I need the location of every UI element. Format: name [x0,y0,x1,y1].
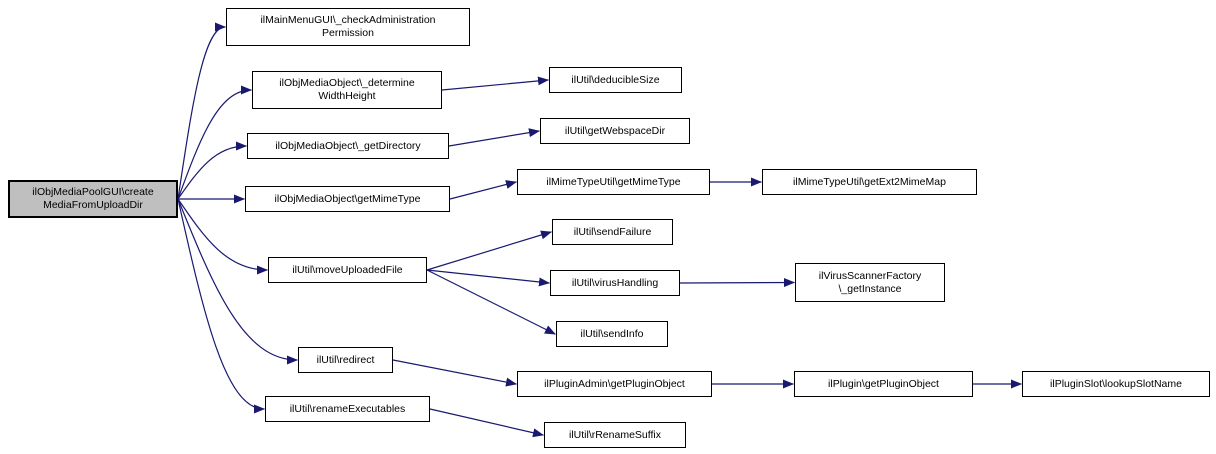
graph-node-label: ilPlugin\getPluginObject [828,377,939,390]
graph-node-getWebspaceDir[interactable]: ilUtil\getWebspaceDir [540,118,690,144]
graph-node-label: ilMimeTypeUtil\getExt2MimeMap [793,175,946,188]
graph-node-virusHandling[interactable]: ilUtil\virusHandling [550,270,680,296]
graph-node-pluginAdminGetPluginObject[interactable]: ilPluginAdmin\getPluginObject [517,371,712,397]
graph-node-pluginGetPluginObject[interactable]: ilPlugin\getPluginObject [794,371,973,397]
edge-group [177,22,1022,438]
edge-moveUploadedFile-to-sendFailure [426,230,552,271]
graph-node-determineWidthHeight[interactable]: ilObjMediaObject\_determine WidthHeight [252,71,442,109]
graph-node-getDirectory[interactable]: ilObjMediaObject\_getDirectory [247,133,449,159]
graph-node-label: ilUtil\virusHandling [571,276,659,289]
graph-node-label: ilObjMediaObject\_determine WidthHeight [279,77,415,102]
edge-moveUploadedFile-to-sendInfo [426,269,556,335]
graph-node-label: ilObjMediaObject\_getDirectory [275,139,421,152]
graph-node-renameExecutables[interactable]: ilUtil\renameExecutables [265,396,430,422]
graph-node-label: ilUtil\redirect [316,353,375,366]
graph-node-mimeGetMimeType[interactable]: ilMimeTypeUtil\getMimeType [517,169,710,195]
graph-node-redirect[interactable]: ilUtil\redirect [298,347,393,373]
graph-node-label: ilUtil\getWebspaceDir [564,124,666,137]
graph-node-label: ilMimeTypeUtil\getMimeType [546,175,681,188]
graph-node-label: ilUtil\sendFailure [573,225,652,238]
edge-createMediaFromUploadDir-to-determineWidthHeight [177,85,252,200]
graph-node-label: ilUtil\moveUploadedFile [292,263,403,276]
graph-node-moveUploadedFile[interactable]: ilUtil\moveUploadedFile [268,257,427,283]
edge-createMediaFromUploadDir-to-moveUploadedFile [177,198,268,275]
edge-virusHandling-to-virusScannerGetInstance [679,278,795,288]
graph-node-virusScannerGetInstance[interactable]: ilVirusScannerFactory \_getInstance [795,263,945,302]
graph-node-deducibleSize[interactable]: ilUtil\deducibleSize [549,67,682,93]
graph-node-createMediaFromUploadDir: ilObjMediaPoolGUI\create MediaFromUpload… [8,180,178,218]
edge-renameExecutables-to-rRenameSuffix [429,408,544,438]
edge-moveUploadedFile-to-virusHandling [426,269,550,287]
edge-createMediaFromUploadDir-to-getDirectory [177,141,247,200]
graph-node-label: ilUtil\deducibleSize [571,73,660,86]
graph-node-label: ilPluginSlot\lookupSlotName [1050,377,1182,390]
graph-node-label: ilUtil\rRenameSuffix [568,428,661,441]
edge-createMediaFromUploadDir-to-renameExecutables [177,198,265,414]
edge-redirect-to-pluginAdminGetPluginObject [392,359,517,387]
graph-node-sendFailure[interactable]: ilUtil\sendFailure [552,219,673,245]
graph-node-label: ilObjMediaPoolGUI\create MediaFromUpload… [32,186,154,211]
graph-node-label: ilUtil\renameExecutables [289,402,406,415]
edge-createMediaFromUploadDir-to-redirect [177,198,298,365]
graph-node-sendInfo[interactable]: ilUtil\sendInfo [556,321,668,347]
edge-objGetMimeType-to-mimeGetMimeType [449,180,517,200]
graph-node-rRenameSuffix[interactable]: ilUtil\rRenameSuffix [544,422,686,448]
graph-node-objGetMimeType[interactable]: ilObjMediaObject\getMimeType [245,186,450,212]
graph-node-label: ilPluginAdmin\getPluginObject [544,377,685,390]
graph-node-label: ilUtil\sendInfo [580,327,644,340]
edge-determineWidthHeight-to-deducibleSize [441,76,549,91]
graph-node-checkAdministrationPermission[interactable]: ilMainMenuGUI\_checkAdministration Permi… [226,8,470,46]
edge-getDirectory-to-getWebspaceDir [448,128,540,147]
graph-node-label: ilVirusScannerFactory \_getInstance [818,269,922,295]
graph-node-label: ilMainMenuGUI\_checkAdministration Permi… [260,14,436,39]
edge-createMediaFromUploadDir-to-checkAdministrationPermission [177,22,226,200]
graph-node-lookupSlotName[interactable]: ilPluginSlot\lookupSlotName [1022,371,1210,397]
graph-node-getExt2MimeMap[interactable]: ilMimeTypeUtil\getExt2MimeMap [762,169,977,195]
graph-node-label: ilObjMediaObject\getMimeType [274,192,421,205]
